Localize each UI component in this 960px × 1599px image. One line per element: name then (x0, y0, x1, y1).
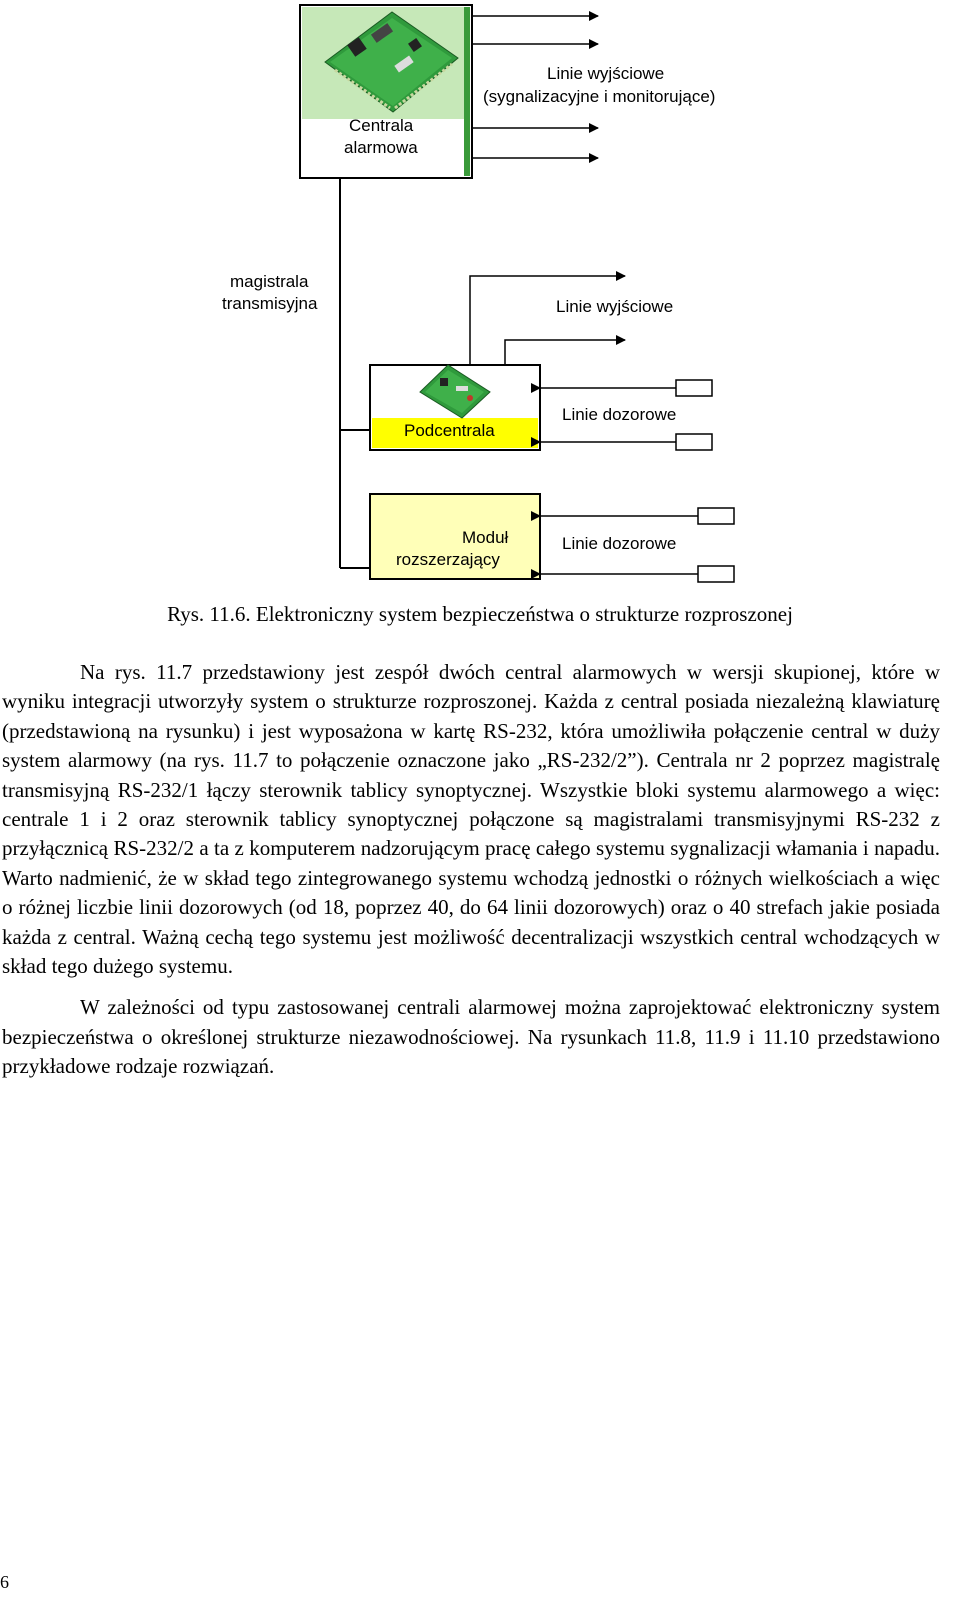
centrala-output-lines (472, 11, 599, 163)
podcentrala-output-lines (469, 271, 626, 365)
diagram-lines (299, 4, 735, 583)
bus-label-line1: magistrala (230, 272, 309, 291)
transmission-bus (339, 178, 370, 569)
centrala-pcb-image (324, 11, 459, 113)
centrala-label-line1: Centrala (349, 116, 414, 135)
podcentrala-box (369, 364, 541, 451)
module-label-line1: Moduł (462, 528, 509, 547)
zones-bottom-label: Linie dozorowe (562, 534, 677, 553)
figure-caption: Rys. 11.6. Elektroniczny system bezpiecz… (167, 602, 793, 626)
paragraph-1: Na rys. 11.7 przedstawiony jest zespół d… (2, 660, 940, 979)
outputs-top-label-line2: (sygnalizacyjne i monitorujące) (483, 87, 716, 106)
page-number: 6 (0, 1572, 9, 1592)
bus-label-line2: transmisyjna (222, 294, 318, 313)
podcentrala-pcb-image (419, 364, 491, 419)
module-box (369, 493, 541, 580)
zones-mid-label: Linie dozorowe (562, 405, 677, 424)
outputs-mid-label: Linie wyjściowe (556, 297, 674, 316)
system-diagram: Centrala alarmowa Linie wyjściowe (sygna… (0, 0, 960, 600)
podcentrala-label: Podcentrala (404, 421, 495, 440)
centrala-label-line2: alarmowa (344, 138, 418, 157)
podcentrala-zone-lines (531, 379, 713, 451)
body-text: Na rys. 11.7 przedstawiony jest zespół d… (2, 658, 940, 1094)
paragraph-2: W zależności od typu zastosowanej centra… (2, 995, 940, 1079)
module-zone-lines (531, 507, 735, 583)
outputs-top-label-line1: Linie wyjściowe (547, 64, 665, 83)
module-label-line2: rozszerzający (396, 550, 500, 569)
